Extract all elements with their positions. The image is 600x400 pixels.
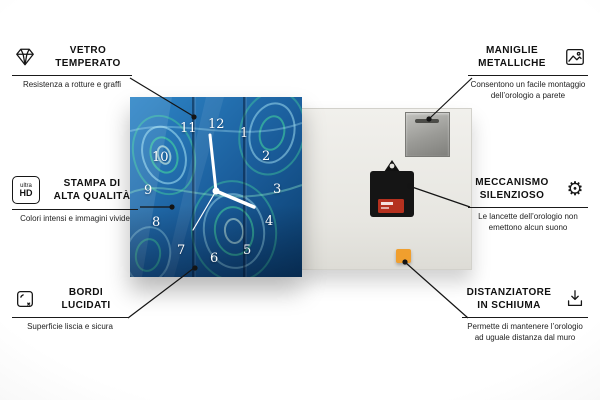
callout-description: Resistenza a rotture e graffi <box>22 80 122 89</box>
foam-spacer-icon <box>562 286 588 312</box>
clock-hands <box>192 133 256 231</box>
callout-description: Consentono un facile montaggio dell’orol… <box>470 80 586 100</box>
frame-icon <box>562 44 588 70</box>
callout-title: BORDI LUCIDATI <box>61 287 111 311</box>
callout-rule <box>468 75 588 76</box>
foam-spacer <box>396 249 411 263</box>
callout-description: Le lancette dell’orologio non emettono a… <box>478 212 578 232</box>
clock-front-face: 11 12 1 10 2 9 3 8 4 7 5 6 <box>124 90 306 284</box>
callout-maniglie-metalliche: MANIGLIE METALLICHE Consentono un facile… <box>468 44 588 102</box>
callout-distanziatore-schiuma: DISTANZIATORE IN SCHIUMA Permette di man… <box>462 286 588 344</box>
callout-rule <box>12 75 132 76</box>
clock-number: 7 <box>177 243 186 258</box>
clock-face-pattern <box>124 90 306 284</box>
callout-rule <box>468 207 588 208</box>
clock-number: 10 <box>152 150 169 165</box>
clock-mechanism <box>370 159 414 221</box>
polished-edge-icon <box>12 286 38 312</box>
clock-number: 11 <box>180 121 197 136</box>
gear-icon: ⚙ <box>566 177 584 200</box>
clock-number: 5 <box>243 243 252 258</box>
clock-number: 3 <box>273 182 282 197</box>
callout-rule <box>12 209 138 210</box>
mechanism-drawing <box>370 160 414 217</box>
clock-number: 6 <box>210 251 219 266</box>
callout-title: VETRO TEMPERATO <box>55 45 121 69</box>
callout-title: STAMPA DI ALTA QUALITÀ <box>53 178 131 202</box>
callout-rule <box>462 317 588 318</box>
callout-title: MANIGLIE METALLICHE <box>478 45 546 69</box>
callout-stampa-alta-qualita: ultra HD STAMPA DI ALTA QUALITÀ Colori i… <box>12 176 138 225</box>
callout-description: Permette di mantenere l’orologio ad ugua… <box>467 322 583 342</box>
ultra-hd-icon: ultra HD <box>12 176 40 204</box>
callout-description: Colori intensi e immagini vivide <box>20 214 130 223</box>
clock-back-panel <box>301 108 472 270</box>
callout-title: MECCANISMO SILENZIOSO <box>475 177 549 201</box>
callout-rule <box>12 317 128 318</box>
clock-number: 1 <box>240 126 249 141</box>
callout-vetro-temperato: VETRO TEMPERATO Resistenza a rotture e g… <box>12 44 132 91</box>
clock-number: 12 <box>208 117 225 132</box>
clock-number: 4 <box>265 214 274 229</box>
callout-meccanismo-silenzioso: MECCANISMO SILENZIOSO ⚙ Le lancette dell… <box>468 176 588 234</box>
clock-number: 9 <box>144 183 153 198</box>
callout-bordi-lucidati: BORDI LUCIDATI Superficie liscia e sicur… <box>12 286 128 333</box>
clock-number: 2 <box>262 149 271 164</box>
callout-description: Superficie liscia e sicura <box>27 322 113 331</box>
hanger-slot <box>415 119 439 123</box>
clock-number: 8 <box>152 215 161 230</box>
metal-hanger-plate <box>405 112 450 157</box>
callout-title: DISTANZIATORE IN SCHIUMA <box>466 287 552 311</box>
diamond-icon <box>12 44 38 70</box>
